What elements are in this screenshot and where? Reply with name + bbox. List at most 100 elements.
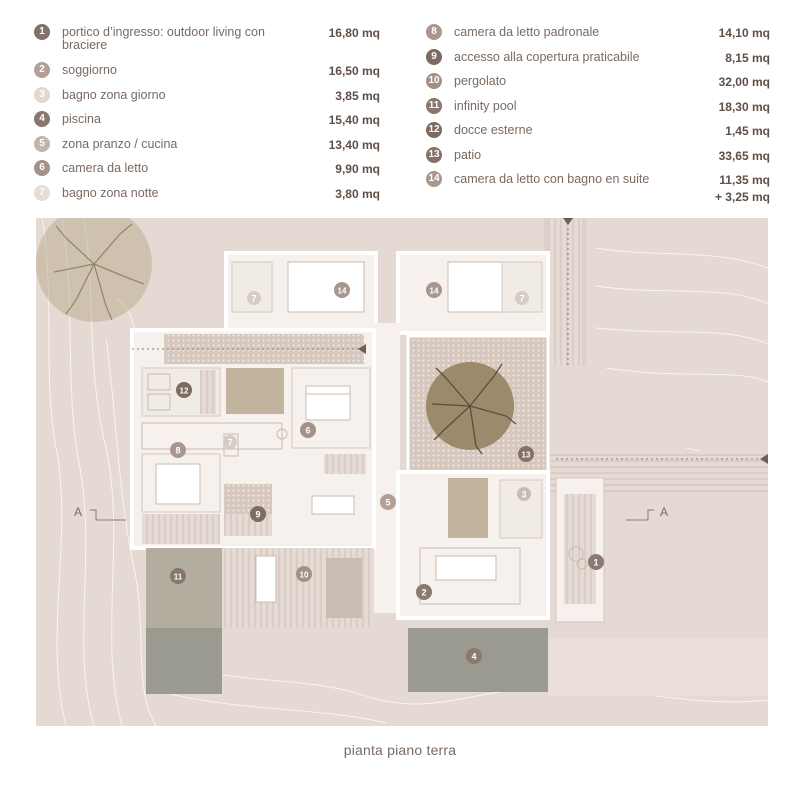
building: [130, 251, 605, 694]
legend-value: 9,90 mq: [335, 162, 380, 176]
legend-label: zona pranzo / cucina: [62, 136, 178, 151]
legend-item: 6 camera da letto 9,90 mq: [34, 158, 380, 183]
legend-value: 16,80 mq: [328, 26, 380, 40]
svg-text:12: 12: [180, 387, 189, 396]
legend-number-badge: 5: [34, 135, 50, 152]
legend-number-badge: 8: [426, 24, 442, 40]
legend-label: camera da letto: [62, 161, 149, 175]
svg-text:14: 14: [430, 287, 439, 296]
room-marker-3: 3: [517, 487, 531, 501]
svg-text:13: 13: [522, 451, 531, 460]
legend-item: 4 piscina 15,40 mq: [34, 109, 380, 134]
svg-text:7: 7: [251, 294, 256, 304]
room-marker-6: 6: [300, 422, 316, 438]
legend-item: 8 camera da letto padronale 14,10 mq: [426, 22, 770, 47]
legend-number-badge: 1: [34, 24, 50, 40]
legend-number-badge: 9: [426, 48, 442, 65]
room-marker-7b: 7: [247, 291, 261, 305]
section-marker-left: [90, 509, 126, 521]
legend-value: 18,30 mq: [718, 99, 770, 114]
legend-item: 5 zona pranzo / cucina 13,40 mq: [34, 134, 380, 159]
legend-column-left: 1 portico d’ingresso: outdoor living con…: [34, 22, 380, 207]
legend-item: 14 camera da letto con bagno en suite 11…: [426, 169, 770, 209]
legend-number-badge: 12: [426, 122, 442, 138]
legend-value: 33,65 mq: [718, 148, 770, 163]
legend-label: soggiorno: [62, 63, 117, 77]
room-marker-1: 1: [588, 554, 604, 570]
legend-number-badge: 2: [34, 62, 50, 78]
legend-value: 16,50 mq: [328, 64, 380, 78]
room-marker-4: 4: [466, 648, 482, 664]
svg-text:3: 3: [521, 490, 526, 500]
legend: 1 portico d’ingresso: outdoor living con…: [34, 22, 774, 212]
room-markers: 1 2 3 4 5 6 7 7 7 8 9 10 11 12 13 14 14: [170, 282, 604, 664]
room-marker-8: 8: [170, 442, 186, 458]
svg-text:5: 5: [385, 498, 390, 508]
legend-item: 7 bagno zona notte 3,80 mq: [34, 183, 380, 208]
section-marker-label-left: A: [74, 505, 82, 519]
legend-value: 11,35 mq: [719, 173, 770, 187]
legend-label: bagno zona notte: [62, 185, 159, 200]
legend-label: patio: [454, 147, 482, 162]
legend-value: 13,40 mq: [328, 137, 380, 152]
section-marker-right: [626, 509, 654, 521]
room-marker-11: 11: [170, 568, 186, 584]
svg-text:4: 4: [471, 652, 476, 662]
legend-item: 9 accesso alla copertura praticabile 8,1…: [426, 47, 770, 72]
svg-text:1: 1: [593, 558, 598, 568]
legend-number-badge: 11: [426, 97, 442, 114]
svg-text:9: 9: [255, 510, 260, 520]
legend-item: 12 docce esterne 1,45 mq: [426, 120, 770, 145]
svg-text:14: 14: [338, 287, 347, 296]
floor-plan: A A 1 2 3 4 5 6 7 7 7 8 9 10 11 12 13 14…: [36, 218, 768, 726]
plan-caption: pianta piano terra: [343, 742, 457, 758]
room-marker-14b: 14: [426, 282, 442, 298]
room-marker-2: 2: [416, 584, 432, 600]
room-marker-9: 9: [250, 506, 266, 522]
legend-number-badge: 13: [426, 146, 442, 163]
legend-number-badge: 4: [34, 111, 50, 127]
legend-value: 3,85 mq: [335, 88, 380, 103]
room-marker-7c: 7: [515, 291, 529, 305]
legend-value-secondary: + 3,25 mq: [714, 190, 770, 204]
legend-label: piscina: [62, 112, 101, 126]
legend-item: 13 patio 33,65 mq: [426, 145, 770, 170]
room-marker-12: 12: [176, 382, 192, 398]
tree-icon: [36, 218, 152, 322]
legend-value: 15,40 mq: [328, 113, 380, 127]
legend-value: 1,45 mq: [725, 124, 770, 138]
legend-item: 11 infinity pool 18,30 mq: [426, 96, 770, 121]
legend-label: portico d’ingresso: outdoor living con b…: [62, 25, 265, 52]
svg-text:2: 2: [421, 588, 426, 598]
section-marker-label-right: A: [660, 505, 668, 519]
legend-number-badge: 10: [426, 73, 442, 89]
svg-text:6: 6: [305, 426, 310, 436]
contour-lines: [41, 218, 768, 726]
room-marker-10: 10: [296, 566, 312, 582]
legend-number-badge: 7: [34, 184, 50, 201]
legend-column-right: 8 camera da letto padronale 14,10 mq 9 a…: [426, 22, 770, 209]
legend-label: docce esterne: [454, 123, 533, 137]
legend-number-badge: 14: [426, 171, 442, 187]
legend-value: 3,80 mq: [335, 186, 380, 201]
legend-item: 3 bagno zona giorno 3,85 mq: [34, 85, 380, 110]
legend-label: camera da letto con bagno en suite: [454, 172, 650, 186]
legend-item: 2 soggiorno 16,50 mq: [34, 60, 380, 85]
legend-number-badge: 3: [34, 86, 50, 103]
room-marker-13: 13: [518, 446, 534, 462]
room-marker-14: 14: [334, 282, 350, 298]
svg-text:7: 7: [519, 294, 524, 304]
legend-label: pergolato: [454, 74, 507, 88]
svg-text:10: 10: [300, 571, 309, 580]
legend-value: 32,00 mq: [718, 75, 770, 89]
room-marker-5: 5: [380, 494, 396, 510]
legend-label: camera da letto padronale: [454, 25, 600, 39]
tree-icon: [431, 363, 517, 455]
svg-text:7: 7: [227, 438, 232, 448]
svg-text:8: 8: [175, 446, 180, 456]
legend-value: 8,15 mq: [725, 50, 770, 65]
room-marker-7: 7: [223, 435, 237, 449]
legend-item: 1 portico d’ingresso: outdoor living con…: [34, 22, 380, 60]
legend-label: bagno zona giorno: [62, 87, 166, 102]
legend-label: infinity pool: [454, 98, 517, 113]
